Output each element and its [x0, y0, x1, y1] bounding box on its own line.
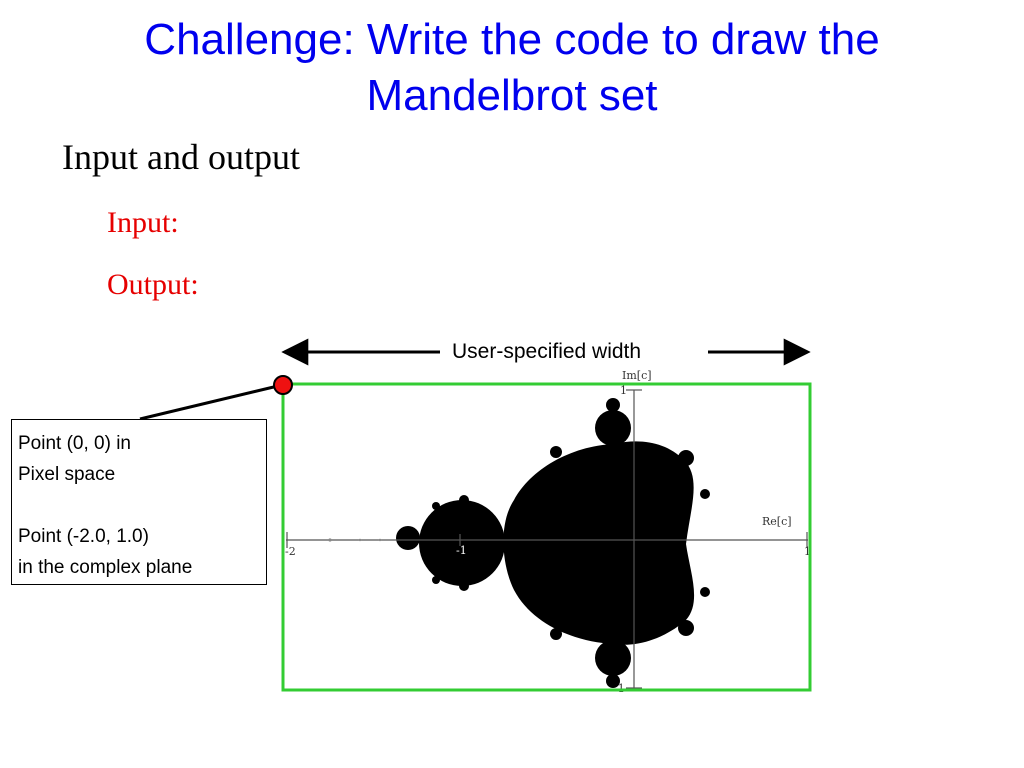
callout-line-4: in the complex plane [18, 557, 193, 578]
side-bulb-4 [550, 628, 562, 640]
side-bulb-1 [678, 450, 694, 466]
side-bulb-6 [700, 587, 710, 597]
output-frame [281, 382, 812, 692]
bottom-bulb [595, 640, 631, 676]
mandelbrot-set [396, 398, 710, 688]
side-bulb-2 [678, 620, 694, 636]
width-label: User-specified width [446, 340, 648, 364]
side-bulb-9 [432, 576, 440, 584]
period-2-bulb [419, 500, 505, 586]
callout-line-1: Point (0, 0) in [18, 433, 131, 454]
callout-spacer [18, 490, 260, 521]
side-bulb-3 [550, 446, 562, 458]
side-bulb-5 [700, 489, 710, 499]
side-bulb-8 [459, 581, 469, 591]
re-tick-label-max: 1 [804, 545, 811, 558]
side-bulb-10 [432, 502, 440, 510]
section-heading: Input and output [62, 137, 300, 177]
im-axis-label: Im[c] [622, 369, 652, 382]
callout-connector [139, 383, 283, 421]
origin-callout: Point (0, 0) in Pixel space Point (-2.0,… [11, 419, 267, 585]
slide-title: Challenge: Write the code to draw the Ma… [0, 12, 1024, 124]
input-label: Input: [107, 206, 179, 239]
bottom-sprout [606, 674, 620, 688]
main-cardioid [503, 441, 695, 645]
top-sprout [606, 398, 620, 412]
slide-title-line-2: Mandelbrot set [366, 71, 658, 120]
callout-line-2: Pixel space [18, 464, 116, 485]
callout-line-3: Point (-2.0, 1.0) [18, 526, 149, 547]
slide-title-line-1: Challenge: Write the code to draw the [144, 15, 880, 64]
output-label: Output: [107, 268, 199, 301]
side-bulb-7 [459, 495, 469, 505]
real-axis-dots [328, 538, 382, 542]
origin-marker [273, 375, 293, 395]
im-tick-label-max: 1 [620, 384, 627, 397]
top-bulb [595, 410, 631, 446]
left-bulb [396, 526, 420, 550]
complex-axes [286, 389, 808, 690]
re-tick-label-min: -2 [285, 545, 296, 558]
re-tick-label-mid: -1 [456, 544, 467, 557]
re-axis-label: Re[c] [762, 515, 792, 528]
